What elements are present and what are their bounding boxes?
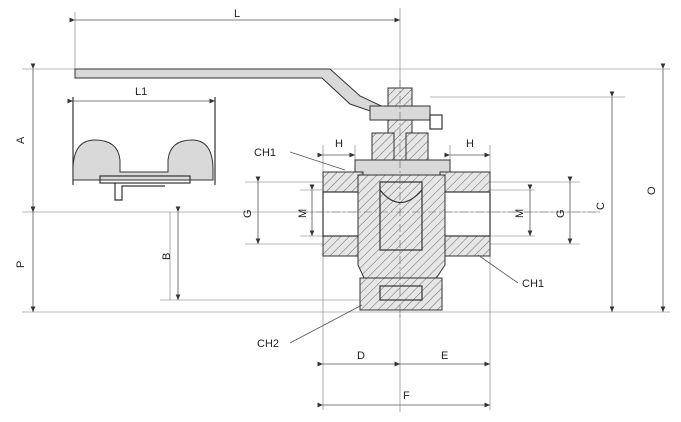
label-H-right: H (466, 138, 474, 150)
lever-handle (74, 68, 391, 117)
label-CH1-top: CH1 (254, 147, 276, 159)
label-H-left: H (335, 138, 343, 150)
label-C: C (595, 202, 607, 210)
dimension-lines (30, 17, 666, 408)
label-L1: L1 (135, 86, 147, 98)
center-lines (300, 80, 600, 320)
label-A: A (15, 136, 27, 144)
label-CH1-bottom: CH1 (522, 278, 544, 290)
label-E: E (441, 350, 448, 362)
leader-lines (289, 151, 519, 344)
label-M-left: M (297, 209, 309, 218)
label-F: F (403, 390, 410, 402)
label-P: P (15, 261, 27, 268)
dimension-labels: L L1 A P B C O H H G G M M CH1 CH1 CH2 D… (15, 8, 658, 402)
label-G-right: G (555, 209, 567, 218)
label-L: L (234, 8, 240, 20)
label-G-left: G (242, 209, 254, 218)
label-B: B (161, 253, 173, 260)
label-CH2: CH2 (257, 338, 279, 350)
label-M-right: M (514, 209, 526, 218)
handle-top-view-inset (72, 97, 216, 201)
label-D: D (357, 350, 365, 362)
valve-stem (369, 87, 443, 168)
valve-body (322, 159, 491, 311)
label-O: O (646, 186, 658, 195)
